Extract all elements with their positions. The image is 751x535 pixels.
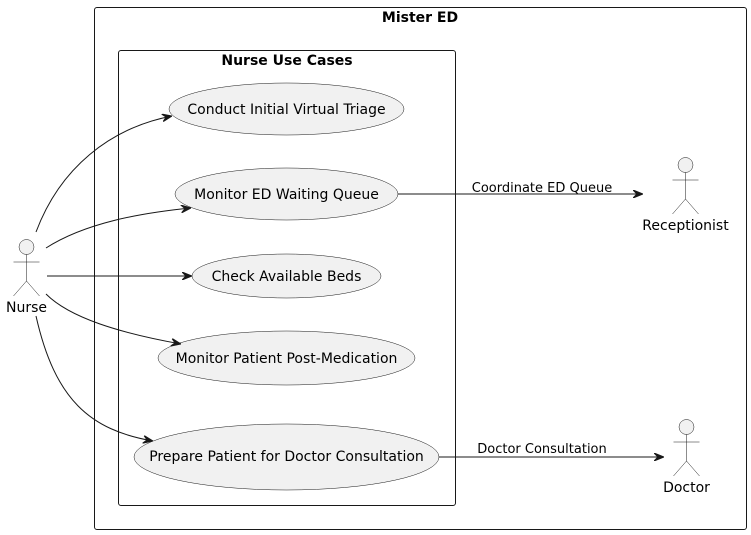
edge-nurse-to-post-medication	[45, 293, 181, 344]
actor-label: Doctor	[663, 480, 710, 496]
edge-label-coordinate-ed-queue: Coordinate ED Queue	[472, 181, 612, 196]
use-case-label: Monitor Patient Post-Medication	[176, 351, 398, 367]
use-case-label: Check Available Beds	[212, 269, 362, 285]
system-boundary: Mister ED	[94, 7, 747, 530]
actor-doctor[interactable]: Doctor	[663, 419, 710, 497]
use-case-monitor-ed-waiting-queue[interactable]: Monitor ED Waiting Queue	[174, 167, 399, 221]
actor-body	[672, 172, 699, 215]
package-title: Nurse Use Cases	[221, 53, 352, 69]
use-case-ellipse[interactable]	[157, 330, 416, 386]
edge-nurse-to-prepare	[35, 315, 153, 441]
actor-nurse[interactable]: Nurse	[6, 239, 47, 317]
actor-body	[673, 434, 700, 477]
nurse-use-cases-package: Nurse Use Cases	[118, 50, 456, 506]
actor-receptionist[interactable]: Receptionist	[642, 157, 729, 235]
use-case-conduct-initial-virtual-triage[interactable]: Conduct Initial Virtual Triage	[168, 82, 405, 136]
edge-nurse-to-triage	[35, 116, 172, 233]
use-case-prepare-patient-for-doctor-consultation[interactable]: Prepare Patient for Doctor Consultation	[133, 423, 440, 491]
actor-body	[13, 254, 40, 297]
package-frame	[118, 50, 456, 506]
actor-label: Nurse	[6, 300, 47, 316]
use-case-monitor-patient-post-medication[interactable]: Monitor Patient Post-Medication	[157, 330, 416, 386]
use-case-label: Monitor ED Waiting Queue	[194, 187, 379, 203]
actor-label: Receptionist	[642, 218, 729, 234]
use-case-label: Prepare Patient for Doctor Consultation	[149, 449, 424, 465]
system-frame	[94, 7, 747, 530]
use-case-check-available-beds[interactable]: Check Available Beds	[191, 253, 382, 299]
use-case-label: Conduct Initial Virtual Triage	[187, 102, 385, 118]
edge-nurse-to-queue	[45, 208, 191, 249]
actor-head	[677, 157, 694, 173]
edge-label-doctor-consultation: Doctor Consultation	[477, 442, 607, 457]
actor-head	[18, 239, 35, 255]
system-title: Mister ED	[382, 10, 458, 26]
use-case-ellipse[interactable]	[168, 82, 405, 136]
actor-head	[678, 419, 695, 435]
